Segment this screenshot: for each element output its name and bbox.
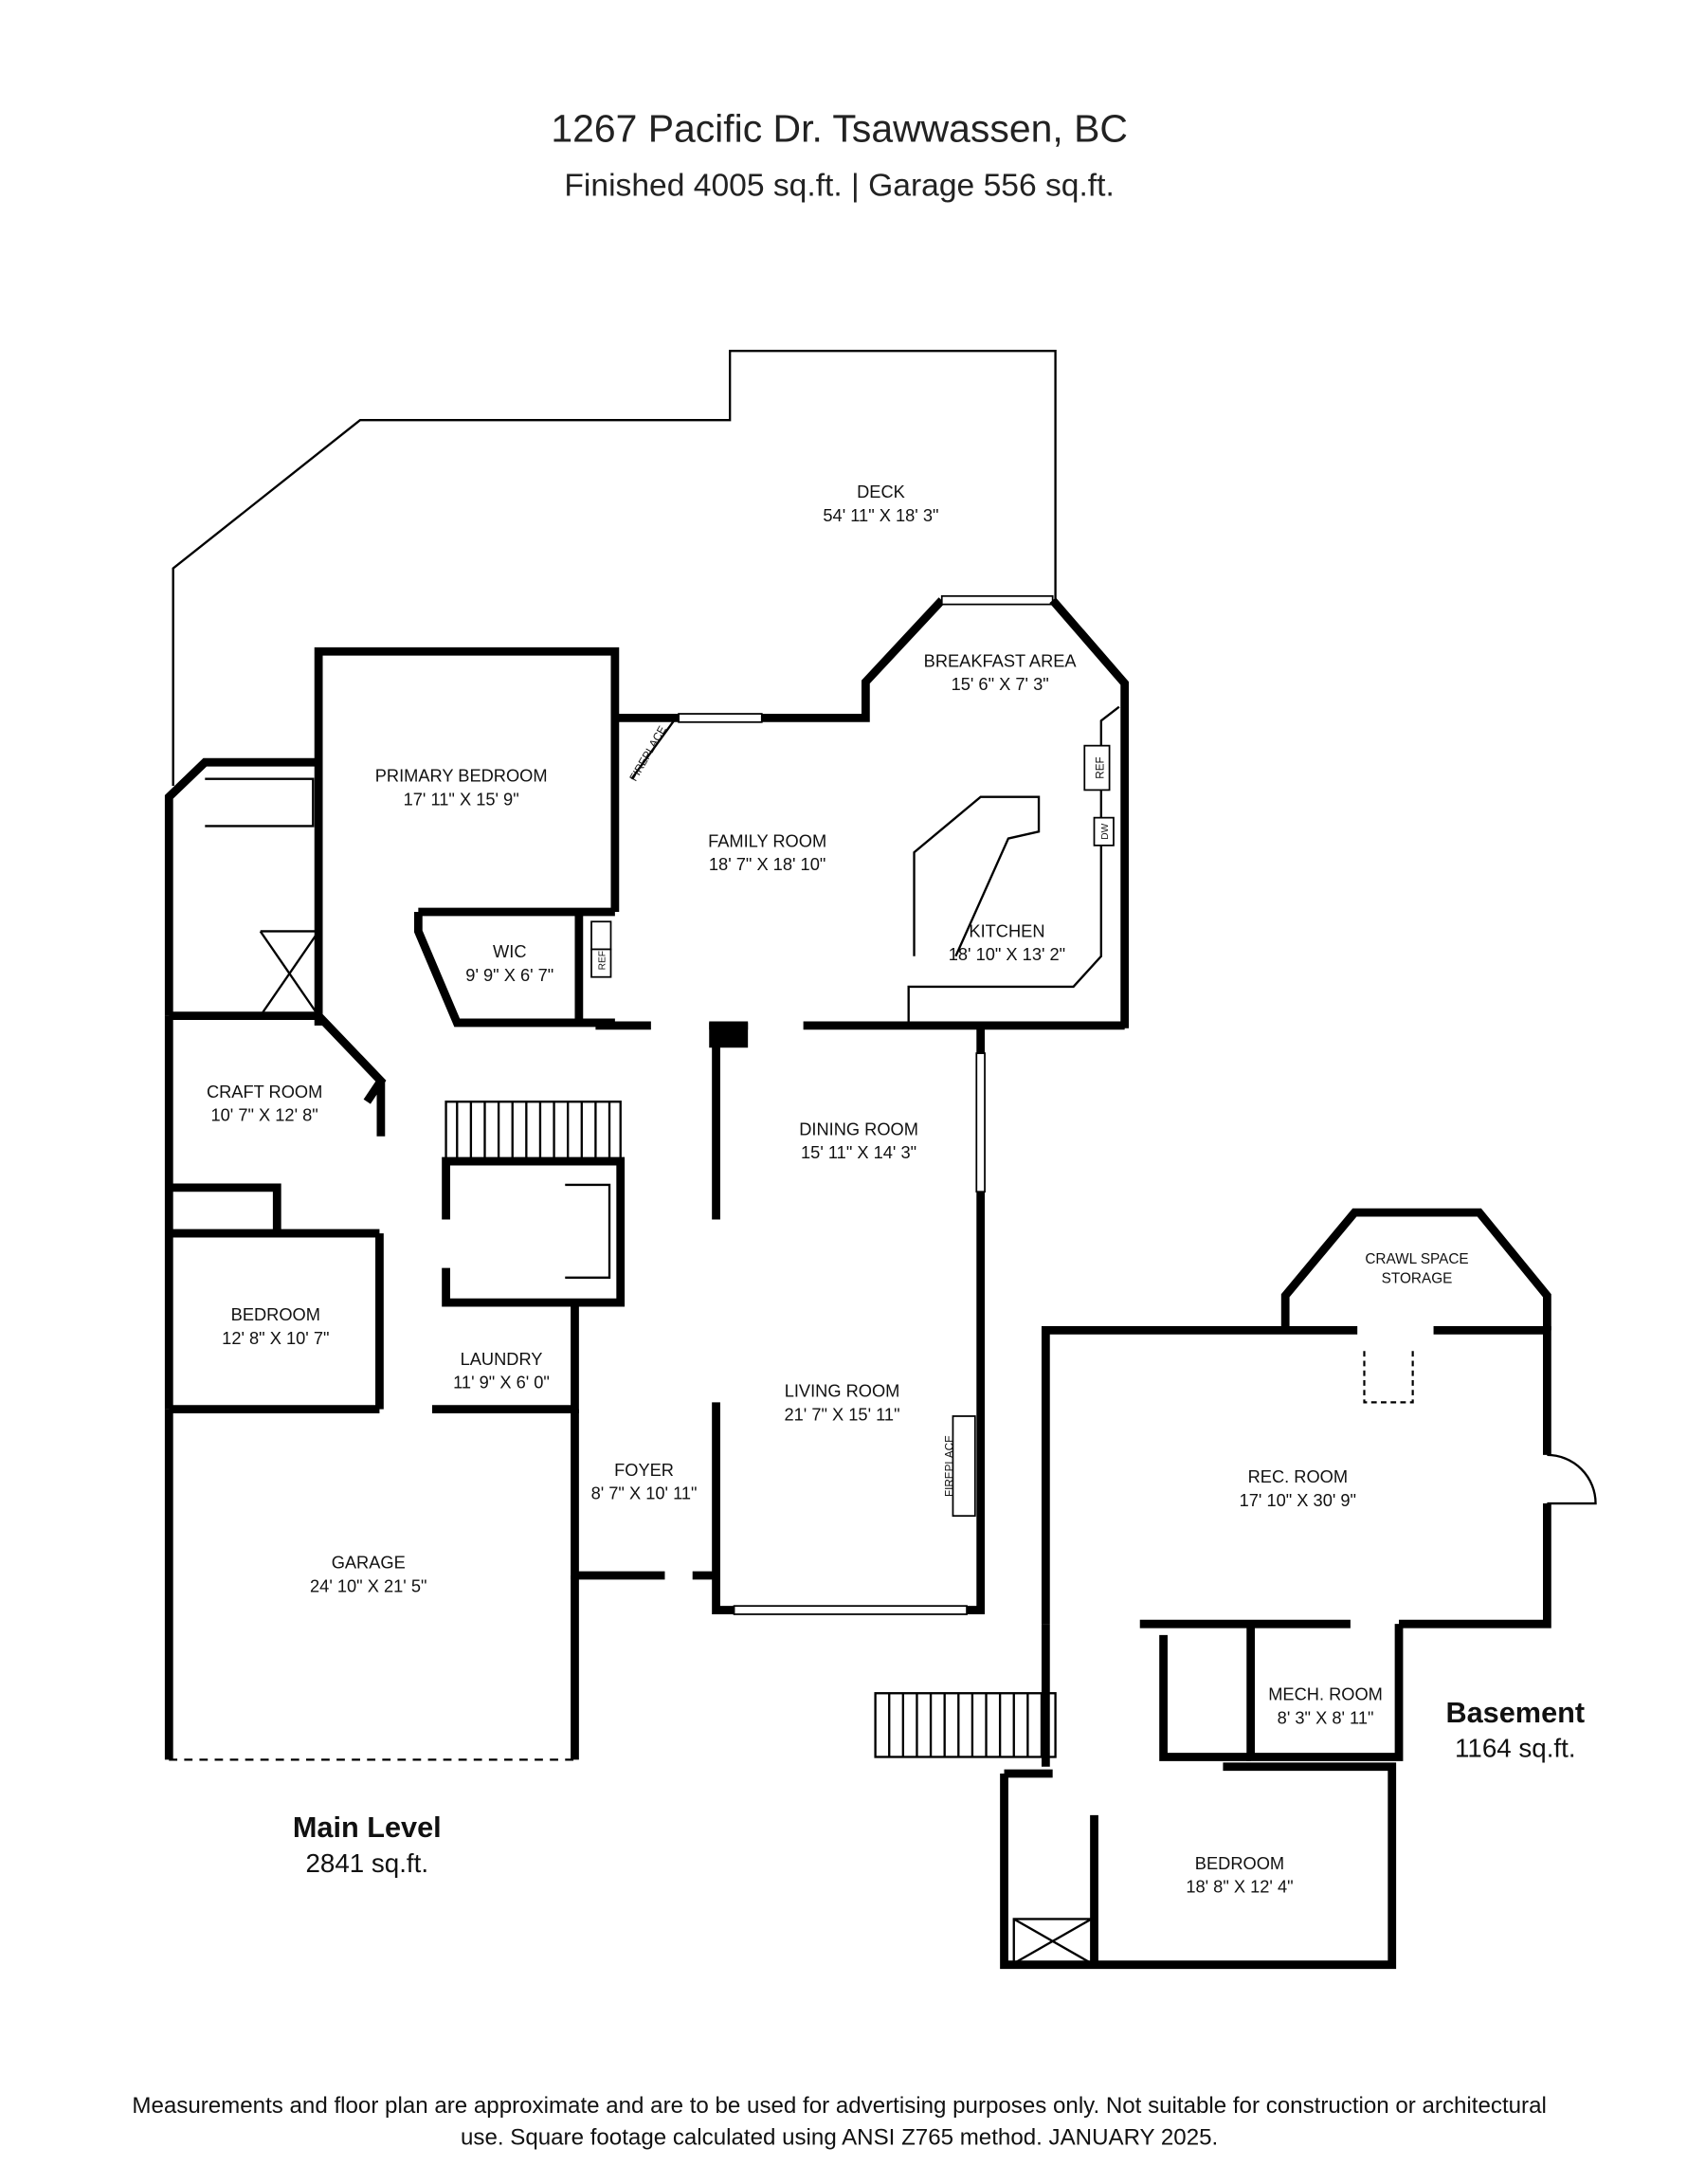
room-bedroom: BEDROOM 12' 8" X 10' 7" bbox=[222, 1304, 329, 1348]
svg-text:STORAGE: STORAGE bbox=[1382, 1271, 1453, 1287]
room-basement-bedroom: BEDROOM 18' 8" X 12' 4" bbox=[1186, 1853, 1293, 1897]
svg-text:REC. ROOM: REC. ROOM bbox=[1248, 1466, 1348, 1486]
room-deck: DECK 54' 11" X 18' 3" bbox=[823, 482, 938, 525]
room-garage: GARAGE 24' 10" X 21' 5" bbox=[310, 1553, 426, 1596]
main-level-area: 2841 sq.ft. bbox=[305, 1848, 428, 1878]
area-summary: Finished 4005 sq.ft. | Garage 556 sq.ft. bbox=[564, 168, 1114, 203]
room-dining-room: DINING ROOM 15' 11" X 14' 3" bbox=[799, 1119, 918, 1162]
disclaimer-line-1: Measurements and floor plan are approxim… bbox=[132, 2093, 1546, 2119]
basement-walls bbox=[874, 1208, 1597, 1970]
room-rec-room: REC. ROOM 17' 10" X 30' 9" bbox=[1240, 1466, 1356, 1510]
svg-text:WIC: WIC bbox=[493, 941, 526, 961]
room-laundry: LAUNDRY 11' 9" X 6' 0" bbox=[453, 1349, 550, 1392]
svg-text:54' 11" X 18' 3": 54' 11" X 18' 3" bbox=[823, 505, 938, 525]
fireplace-label: FIREPLACE bbox=[943, 1435, 955, 1497]
svg-text:15' 11" X 14' 3": 15' 11" X 14' 3" bbox=[801, 1142, 916, 1162]
ref-label: REF bbox=[1095, 756, 1107, 778]
svg-text:BEDROOM: BEDROOM bbox=[231, 1304, 320, 1324]
svg-text:PRIMARY BEDROOM: PRIMARY BEDROOM bbox=[375, 766, 548, 786]
svg-text:BREAKFAST AREA: BREAKFAST AREA bbox=[924, 650, 1078, 670]
room-family-room: FAMILY ROOM 18' 7" X 18' 10" bbox=[708, 830, 826, 874]
deck-outline bbox=[172, 349, 1057, 787]
room-wic: WIC 9' 9" X 6' 7" bbox=[465, 941, 553, 985]
svg-text:KITCHEN: KITCHEN bbox=[969, 920, 1044, 940]
fireplace-label: FIREPLACE bbox=[627, 724, 669, 784]
svg-text:11' 9" X 6' 0": 11' 9" X 6' 0" bbox=[453, 1373, 550, 1392]
svg-text:CRAFT ROOM: CRAFT ROOM bbox=[207, 1082, 322, 1101]
svg-text:17' 10" X 30' 9": 17' 10" X 30' 9" bbox=[1240, 1490, 1356, 1510]
svg-text:MECH. ROOM: MECH. ROOM bbox=[1268, 1684, 1383, 1704]
main-level-title: Main Level bbox=[293, 1811, 442, 1844]
svg-text:18' 7" X 18' 10": 18' 7" X 18' 10" bbox=[709, 854, 825, 874]
room-mech-room: MECH. ROOM 8' 3" X 8' 11" bbox=[1268, 1684, 1383, 1728]
room-primary-bedroom: PRIMARY BEDROOM 17' 11" X 15' 9" bbox=[375, 766, 548, 810]
disclaimer-line-2: use. Square footage calculated using ANS… bbox=[461, 2125, 1218, 2151]
room-breakfast-area: BREAKFAST AREA 15' 6" X 7' 3" bbox=[924, 650, 1078, 694]
svg-text:9' 9" X 6' 7": 9' 9" X 6' 7" bbox=[465, 965, 553, 985]
svg-text:BEDROOM: BEDROOM bbox=[1195, 1853, 1284, 1873]
dw-label: DW bbox=[1100, 823, 1111, 839]
main-level-walls bbox=[164, 594, 1130, 1761]
svg-text:FOYER: FOYER bbox=[614, 1460, 674, 1480]
svg-text:FAMILY ROOM: FAMILY ROOM bbox=[708, 830, 826, 850]
basement-title: Basement bbox=[1445, 1696, 1585, 1729]
svg-text:DINING ROOM: DINING ROOM bbox=[799, 1119, 918, 1138]
svg-text:15' 6" X 7' 3": 15' 6" X 7' 3" bbox=[952, 674, 1049, 694]
svg-text:GARAGE: GARAGE bbox=[332, 1553, 406, 1573]
svg-text:DECK: DECK bbox=[857, 482, 905, 501]
svg-text:LIVING ROOM: LIVING ROOM bbox=[785, 1381, 900, 1401]
svg-text:24' 10" X 21' 5": 24' 10" X 21' 5" bbox=[310, 1576, 426, 1596]
basement-area: 1164 sq.ft. bbox=[1455, 1733, 1576, 1762]
room-kitchen: KITCHEN 18' 10" X 13' 2" bbox=[949, 920, 1065, 964]
svg-text:10' 7" X 12' 8": 10' 7" X 12' 8" bbox=[210, 1105, 317, 1125]
svg-text:21' 7" X 15' 11": 21' 7" X 15' 11" bbox=[784, 1404, 899, 1424]
svg-text:8' 7" X 10' 11": 8' 7" X 10' 11" bbox=[591, 1483, 698, 1503]
room-crawl-space: CRAWL SPACE STORAGE bbox=[1365, 1251, 1468, 1286]
ref-label: REF bbox=[598, 951, 608, 970]
svg-text:LAUNDRY: LAUNDRY bbox=[461, 1349, 543, 1369]
svg-text:17' 11" X 15' 9": 17' 11" X 15' 9" bbox=[404, 789, 519, 809]
address-title: 1267 Pacific Dr. Tsawwassen, BC bbox=[551, 106, 1128, 150]
svg-text:18' 10" X 13' 2": 18' 10" X 13' 2" bbox=[949, 944, 1065, 964]
svg-text:12' 8" X 10' 7": 12' 8" X 10' 7" bbox=[222, 1328, 329, 1348]
svg-text:CRAWL SPACE: CRAWL SPACE bbox=[1365, 1251, 1468, 1267]
room-living-room: LIVING ROOM 21' 7" X 15' 11" bbox=[784, 1381, 899, 1425]
room-craft-room: CRAFT ROOM 10' 7" X 12' 8" bbox=[207, 1082, 322, 1125]
room-foyer: FOYER 8' 7" X 10' 11" bbox=[591, 1460, 698, 1503]
svg-text:8' 3" X 8' 11": 8' 3" X 8' 11" bbox=[1278, 1707, 1374, 1727]
svg-text:18' 8" X 12' 4": 18' 8" X 12' 4" bbox=[1186, 1877, 1293, 1897]
